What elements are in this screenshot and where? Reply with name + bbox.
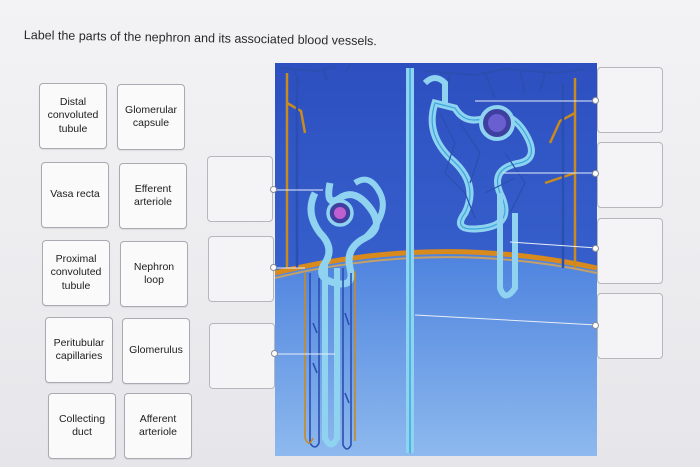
nephron-right <box>422 75 535 299</box>
connector-dot <box>592 170 599 177</box>
drop-target-right-2[interactable] <box>597 142 663 208</box>
label-text: Distal convoluted tubule <box>47 96 99 135</box>
drop-target-left-2[interactable] <box>208 236 274 302</box>
question-title: Label the parts of the nephron and its a… <box>23 28 377 49</box>
connector-dot <box>592 245 599 252</box>
leader-lines <box>275 100 597 355</box>
nephron-left <box>307 176 386 448</box>
nephron-loop-left <box>322 263 340 448</box>
nephron-loop-right <box>497 193 518 299</box>
label-card-proximal-convoluted-tubule[interactable]: Proximal convoluted tubule <box>42 240 110 306</box>
label-text: Glomerulus <box>129 344 183 357</box>
interlobular-vein <box>295 78 565 268</box>
label-card-distal-convoluted-tubule[interactable]: Distal convoluted tubule <box>39 83 107 149</box>
peritubular-capillary-mesh <box>439 112 526 219</box>
label-text: Vasa recta <box>50 188 100 201</box>
drop-target-right-1[interactable] <box>597 67 663 133</box>
label-card-peritubular-capillaries[interactable]: Peritubular capillaries <box>45 317 113 383</box>
label-text: Glomerular capsule <box>125 103 177 129</box>
connector-dot <box>270 186 277 193</box>
drop-target-left-3[interactable] <box>209 323 275 389</box>
label-text: Afferent arteriole <box>139 412 177 438</box>
label-text: Efferent arteriole <box>134 182 172 208</box>
connector-dot <box>592 97 599 104</box>
label-card-efferent-arteriole[interactable]: Efferent arteriole <box>119 163 187 229</box>
arcuate-vessel-edge <box>275 256 597 279</box>
label-card-vasa-recta[interactable]: Vasa recta <box>41 162 109 228</box>
drop-target-left-1[interactable] <box>207 156 273 222</box>
label-card-glomerulus[interactable]: Glomerulus <box>122 318 190 384</box>
arcuate-vessel <box>275 249 597 276</box>
label-card-nephron-loop[interactable]: Nephron loop <box>120 241 188 307</box>
label-text: Collecting duct <box>58 412 106 438</box>
label-text: Proximal convoluted tubule <box>50 253 102 292</box>
nephron-diagram <box>275 63 597 456</box>
connector-dot <box>270 264 277 271</box>
connector-dot <box>592 322 599 329</box>
label-text: Nephron loop <box>133 260 175 286</box>
label-text: Peritubular capillaries <box>53 336 105 362</box>
drop-target-right-3[interactable] <box>597 218 663 284</box>
label-card-collecting-duct[interactable]: Collecting duct <box>48 393 116 459</box>
connector-dot <box>271 350 278 357</box>
label-card-afferent-arteriole[interactable]: Afferent arteriole <box>124 393 192 459</box>
vasa-recta-arterial <box>304 271 356 444</box>
drop-target-right-4[interactable] <box>597 293 663 359</box>
label-card-glomerular-capsule[interactable]: Glomerular capsule <box>117 84 185 150</box>
